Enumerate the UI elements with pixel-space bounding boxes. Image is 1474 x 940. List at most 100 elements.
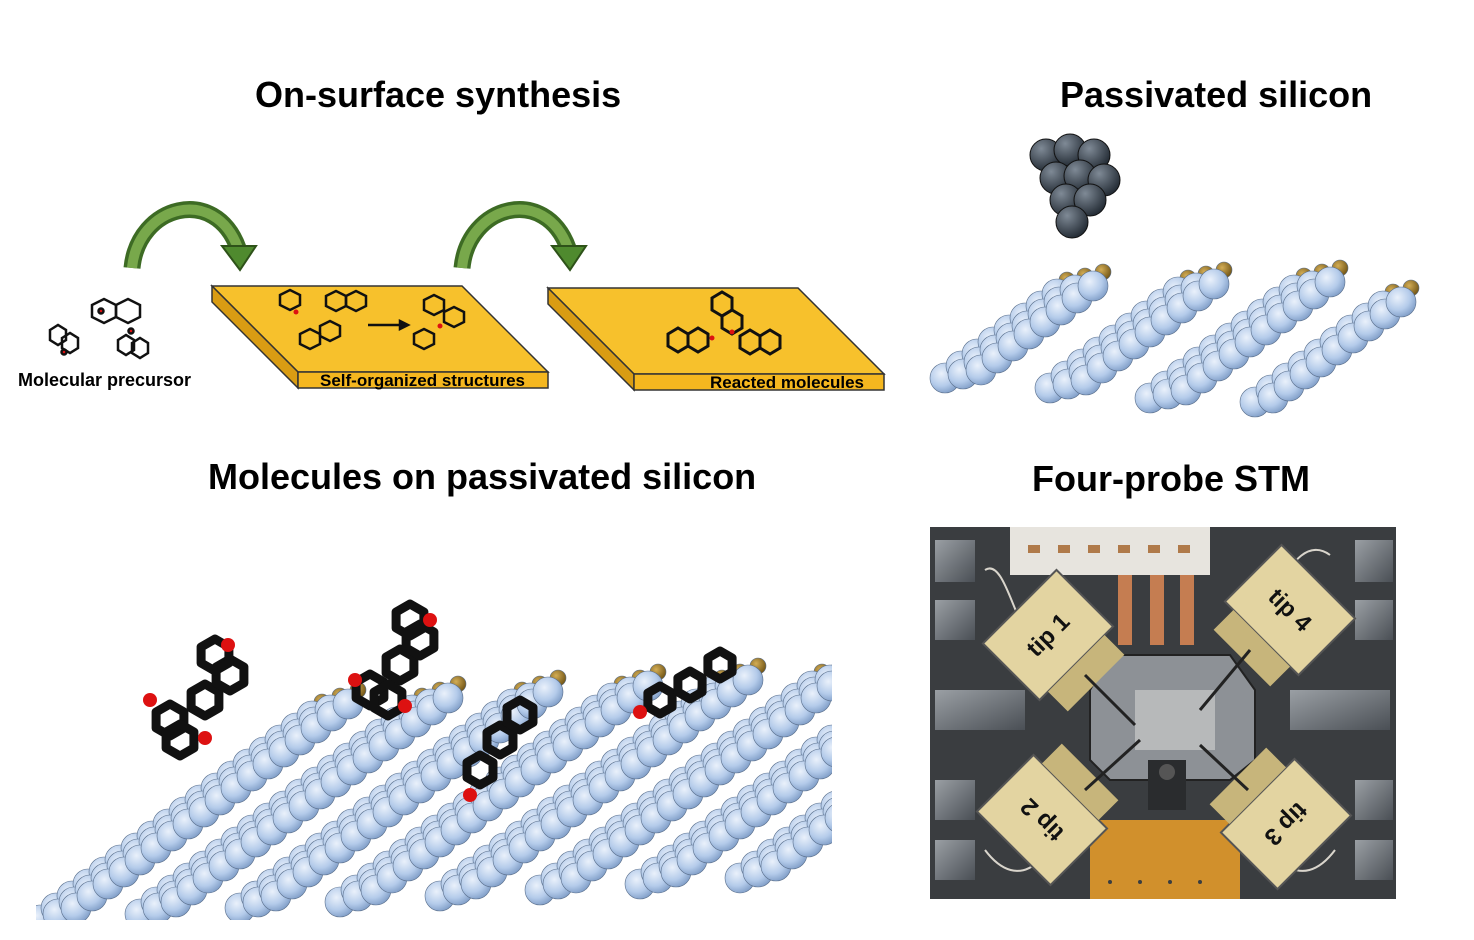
hydrogen-atom <box>836 724 852 740</box>
oxygen-atom <box>463 788 477 802</box>
silicon-atom <box>835 719 865 749</box>
substrate-self-organized: Self-organized structures <box>210 284 550 390</box>
tip-atom <box>1055 205 1089 239</box>
silicon-atom <box>883 683 913 713</box>
title-molecules-on-passivated-silicon: Molecules on passivated silicon <box>208 456 757 497</box>
silicon-atom <box>855 773 885 803</box>
silicon-atom <box>885 689 915 719</box>
silicon-atom <box>1385 286 1417 318</box>
silicon-lattice <box>929 259 1420 418</box>
silicon-atom <box>816 670 832 702</box>
oxygen-atom <box>423 613 437 627</box>
title-passivated-silicon: Passivated silicon <box>1060 74 1373 115</box>
silicon-atom <box>885 743 915 773</box>
tip-atom <box>1073 183 1107 217</box>
hydrogen-atom <box>854 718 870 734</box>
silicon-atom <box>837 725 867 755</box>
stm-tip-3: tip 3 <box>1209 747 1353 891</box>
hydrogen-atom <box>870 706 886 722</box>
hydrogen-atom <box>866 694 882 710</box>
substrate-reacted: Reacted molecules <box>546 286 886 392</box>
silicon-atom <box>853 767 883 797</box>
hydrogen-atom <box>854 772 870 788</box>
silicon-atom <box>853 713 883 743</box>
hydrogen-atom <box>838 784 854 800</box>
silicon-atom <box>903 737 933 767</box>
stm-tip-4: tip 4 <box>1213 543 1357 687</box>
carbon-ring <box>703 646 737 684</box>
hydrogen-atom <box>886 694 902 710</box>
arrow-icon <box>123 201 258 272</box>
oxygen-atom <box>143 693 157 707</box>
hydrogen-atom <box>868 700 884 716</box>
hydrogen-atom <box>882 682 898 698</box>
carbon-ring <box>673 666 707 704</box>
carbon-ring <box>643 681 677 719</box>
carbon-ring <box>186 679 224 721</box>
silicon-atom <box>901 677 931 707</box>
silicon-atom <box>897 665 927 695</box>
silicon-atom <box>873 767 903 797</box>
silicon-atom <box>887 749 917 779</box>
silicon-atom <box>899 671 929 701</box>
stm-tip-1: tip 1 <box>981 568 1125 712</box>
hydrogen-atom <box>902 736 918 752</box>
silicon-atom <box>1314 266 1346 298</box>
stm-tip-cluster-icon <box>1029 133 1121 239</box>
synthesis-panel: Molecular precursor Self-organized struc… <box>18 201 886 392</box>
silicon-atom <box>871 761 901 791</box>
oxygen-atom <box>348 673 362 687</box>
silicon-atom <box>432 682 464 714</box>
silicon-atom <box>851 707 881 737</box>
hydrogen-atom <box>858 784 874 800</box>
silicon-atom <box>1077 270 1109 302</box>
hydrogen-atom <box>906 748 922 764</box>
title-on-surface-synthesis: On-surface synthesis <box>255 74 622 115</box>
hydrogen-atom <box>842 796 858 812</box>
oxygen-atom <box>198 731 212 745</box>
hydrogen-atom <box>916 664 932 680</box>
silicon-atom <box>889 755 919 785</box>
silicon-atom <box>881 677 911 707</box>
hydrogen-atom <box>870 760 886 776</box>
silicon-atom <box>820 737 832 767</box>
label-self-organized-structures: Self-organized structures <box>320 371 525 390</box>
silicon-atom <box>833 659 863 689</box>
silicon-atom <box>732 664 764 696</box>
title-four-probe-stm: Four-probe STM <box>1032 458 1310 499</box>
precursor-molecule-icon <box>48 297 150 360</box>
four-probe-stm-photo: tip 1 tip 4 tip 2 tip 3 <box>930 527 1396 899</box>
passivated-silicon-panel <box>929 133 1420 418</box>
oxygen-atom <box>633 705 647 719</box>
oxygen-atom <box>398 699 412 713</box>
silicon-atom <box>867 695 897 725</box>
hydrogen-atom <box>856 778 872 794</box>
silicon-atom <box>865 689 895 719</box>
silicon-atom <box>824 804 832 832</box>
hydrogen-atom <box>872 766 888 782</box>
hydrogen-atom <box>834 664 850 680</box>
carbon-ring <box>161 719 199 761</box>
silicon-atom <box>857 779 887 809</box>
oxygen-atom <box>221 638 235 652</box>
hydrogen-atom <box>840 790 856 806</box>
hydrogen-atom <box>852 712 868 728</box>
label-molecular-precursor: Molecular precursor <box>18 370 191 390</box>
hydrogen-atom <box>898 670 914 686</box>
silicon-atom <box>839 785 869 815</box>
silicon-atom <box>837 779 867 809</box>
silicon-atom <box>849 701 879 731</box>
silicon-atom <box>532 676 564 708</box>
hydrogen-atom <box>886 748 902 764</box>
hydrogen-atom <box>850 652 866 668</box>
silicon-atom <box>1198 268 1230 300</box>
silicon-atom <box>841 791 871 821</box>
silicon-lattice-with-molecules <box>36 652 933 920</box>
silicon-atom <box>808 814 832 846</box>
carbon-ring <box>462 750 498 790</box>
stm-tip-2: tip 2 <box>975 743 1119 887</box>
silicon-atom <box>901 731 931 761</box>
carbon-ring <box>502 695 538 735</box>
hydrogen-atom <box>834 718 850 734</box>
